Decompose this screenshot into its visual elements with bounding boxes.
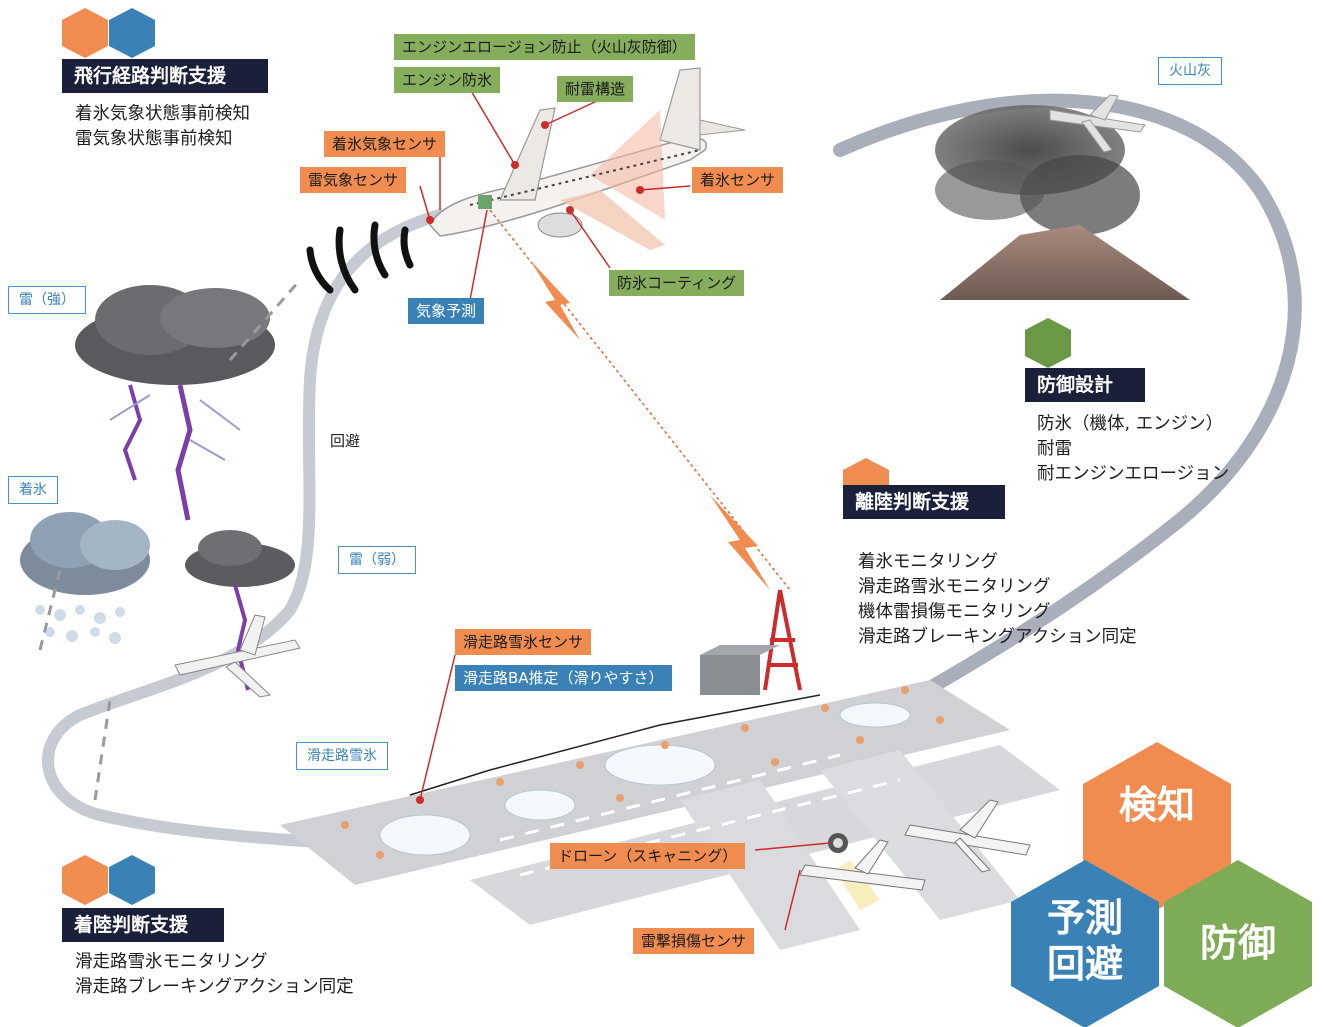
storm-cloud-strong	[75, 285, 275, 521]
label-avoid: 回避	[330, 432, 361, 450]
volcano-illustration	[935, 105, 1190, 300]
icing-cloud	[20, 512, 150, 644]
takeoff-item-3: 機体雷損傷モニタリング	[858, 602, 1051, 622]
takeoff-item-2: 滑走路雪氷モニタリング	[858, 577, 1051, 597]
defense-item-3: 耐エンジンエロージョン	[1037, 464, 1230, 484]
label-strike-sensor: 雷撃損傷センサ	[633, 928, 755, 954]
flight-item-1: 着氷気象状態事前検知	[75, 104, 250, 124]
defense-design-list: 防氷（機体, エンジン） 耐雷 耐エンジンエロージョン	[1037, 412, 1229, 487]
flight-hex-icons	[62, 8, 155, 58]
label-icing-sensor: 着氷センサ	[692, 167, 784, 193]
flight-path	[833, 93, 1302, 712]
label-runway-ba: 滑走路BA推定（滑りやすさ）	[455, 665, 672, 691]
label-icing-weather-sensor: 着氷気象センサ	[324, 131, 446, 157]
landing-hex-icons	[62, 855, 155, 905]
hex-detect-text: 検知	[1118, 783, 1195, 827]
signal-bolt-lower	[710, 495, 770, 590]
flight-support-title: 飛行経路判断支援	[62, 59, 268, 93]
hex-defend-text: 防御	[1199, 921, 1276, 965]
inspected-plane	[799, 839, 926, 910]
label-volcanic-ash: 火山灰	[1158, 57, 1222, 85]
radar-tower	[700, 589, 802, 695]
flight-item-2: 雷気象状態事前検知	[75, 129, 233, 149]
landing-support-title: 着陸判断支援	[62, 908, 224, 942]
label-anti-ice-coating: 防氷コーティング	[609, 270, 745, 296]
runway-illustration	[280, 680, 1060, 950]
label-weather-forecast: 気象予測	[408, 298, 485, 324]
big-hexagons	[1011, 742, 1312, 1027]
defense-item-2: 耐雷	[1037, 439, 1072, 459]
label-thunder-strong: 雷（強）	[8, 286, 86, 314]
label-engine-erosion: エンジンエロージョン防止（火山灰防御）	[394, 34, 695, 60]
takeoff-item-1: 着氷モニタリング	[858, 552, 998, 572]
flight-support-list: 着氷気象状態事前検知 雷気象状態事前検知	[75, 102, 250, 152]
defense-hex-icon	[1025, 318, 1071, 368]
label-drone: ドローン（スキャニング）	[550, 843, 746, 869]
label-engine-anti-ice: エンジン防氷	[394, 67, 501, 93]
label-icing: 着氷	[8, 476, 58, 504]
main-airplane	[429, 67, 746, 250]
label-lightning-weather-sensor: 雷気象センサ	[300, 167, 407, 193]
storm-cloud-weak	[185, 530, 295, 691]
hex-predict-line1: 予測	[1046, 896, 1123, 940]
plane-ash-icon	[1049, 94, 1146, 153]
hex-predict-text: 予測 回避	[1011, 895, 1159, 987]
signal-bolt-upper	[530, 260, 580, 340]
label-lightning-structure: 耐雷構造	[557, 76, 634, 102]
defense-design-title: 防御設計	[1025, 368, 1145, 402]
landing-support-list: 滑走路雪氷モニタリング 滑走路ブレーキングアクション同定	[75, 950, 354, 1000]
defense-item-1: 防氷（機体, エンジン）	[1037, 414, 1224, 434]
label-runway-snow: 滑走路雪氷	[296, 742, 388, 770]
parked-plane	[904, 799, 1031, 873]
label-runway-snow-sensor: 滑走路雪氷センサ	[455, 629, 592, 655]
label-thunder-weak: 雷（弱）	[338, 546, 416, 574]
takeoff-item-4: 滑走路ブレーキングアクション同定	[858, 627, 1137, 647]
radar-signal	[306, 221, 414, 294]
takeoff-support-list: 着氷モニタリング 滑走路雪氷モニタリング 機体雷損傷モニタリング 滑走路ブレーキ…	[858, 550, 1137, 650]
landing-item-2: 滑走路ブレーキングアクション同定	[75, 977, 354, 997]
landing-item-1: 滑走路雪氷モニタリング	[75, 952, 268, 972]
hex-predict-line2: 回避	[1046, 942, 1123, 986]
plane-storm-icon	[174, 614, 301, 698]
takeoff-support-title: 離陸判断支援	[843, 485, 1005, 519]
drone-icon	[828, 833, 848, 853]
